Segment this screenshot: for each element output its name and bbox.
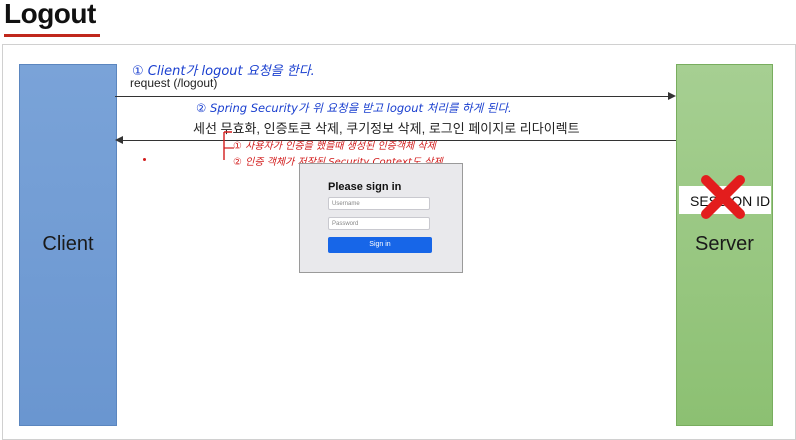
title-underline	[4, 34, 100, 37]
request-label: request (/logout)	[130, 76, 218, 90]
red-dot	[143, 158, 146, 161]
annotation-spring-security: ② Spring Security가 위 요청을 받고 logout 처리를 하…	[196, 101, 512, 115]
response-arrowhead	[115, 136, 123, 144]
annotation-delete-security-context: ② 인증 객체가 저장된 Security Context도 삭제	[233, 157, 443, 168]
client-box: Client	[19, 64, 117, 426]
request-arrowhead	[668, 92, 676, 100]
client-label: Client	[42, 233, 94, 255]
server-box: Server	[676, 64, 773, 426]
sign-in-button[interactable]: Sign in	[328, 237, 432, 253]
username-field[interactable]: Username	[328, 197, 430, 210]
red-x-icon	[701, 175, 745, 219]
response-label: 세선 무효화, 인증토큰 삭제, 쿠기정보 삭제, 로그인 페이지로 리다이렉트	[193, 121, 580, 136]
red-bracket	[223, 131, 234, 160]
password-field[interactable]: Password	[328, 217, 430, 230]
annotation-client-request: ① Client가 logout 요청을 한다.	[132, 64, 315, 79]
request-arrow-line	[115, 96, 668, 97]
annotation-delete-auth-object: ① 사용자가 인증을 했을때 생성된 인증객체 삭제	[233, 141, 436, 152]
login-card: Please sign in Username Password Sign in	[299, 163, 463, 273]
server-label: Server	[695, 233, 754, 255]
login-title: Please sign in	[328, 181, 402, 193]
page-title: Logout	[4, 0, 96, 29]
response-arrow-line	[123, 140, 676, 141]
